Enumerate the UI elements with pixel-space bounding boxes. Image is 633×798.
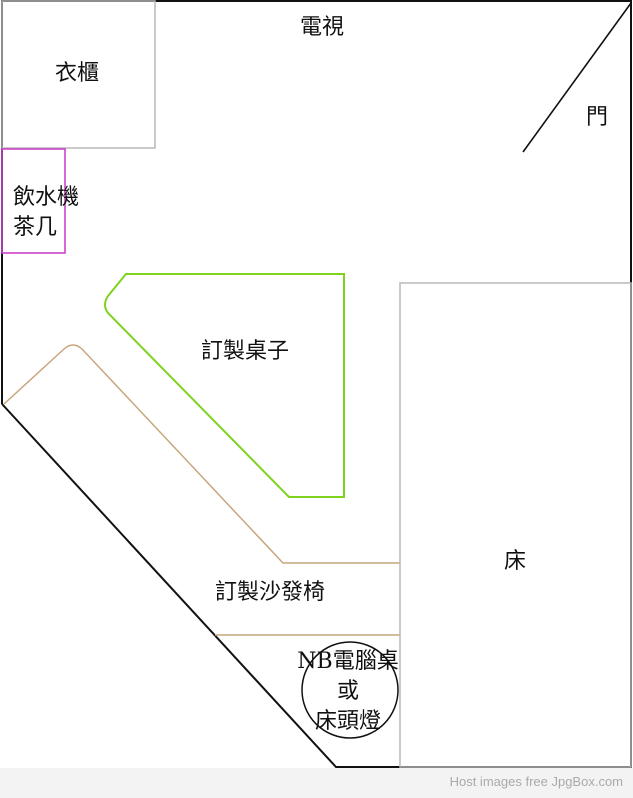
label-custom-sofa: 訂製沙發椅 (215, 580, 325, 605)
custom-table (104, 273, 345, 498)
label-water-dispenser: 飲水機 (13, 185, 79, 210)
label-bedside-lamp: 床頭燈 (315, 709, 381, 734)
label-door: 門 (586, 105, 608, 130)
watermark[interactable]: Host images free JpgBox.com (449, 774, 623, 789)
label-nb-desk: NB電腦桌 (297, 649, 398, 674)
footer-bar: Host images free JpgBox.com (0, 768, 633, 798)
label-or: 或 (337, 679, 359, 704)
custom-sofa (3, 344, 400, 564)
wardrobe (1, 0, 156, 149)
label-tea-table: 茶几 (13, 215, 57, 240)
floor-plan: 電視 衣櫃 門 飲水機 茶几 訂製桌子 床 訂製沙發椅 NB電腦桌 或 床頭燈 (1, 0, 632, 768)
label-custom-table: 訂製桌子 (201, 339, 289, 364)
bed (399, 282, 632, 768)
label-tv: 電視 (300, 15, 344, 40)
water-dispenser-tea-table (1, 148, 66, 254)
door-swing (522, 2, 632, 153)
nb-desk-or-lamp (301, 641, 399, 739)
label-wardrobe: 衣櫃 (55, 61, 99, 86)
label-bed: 床 (504, 549, 526, 574)
